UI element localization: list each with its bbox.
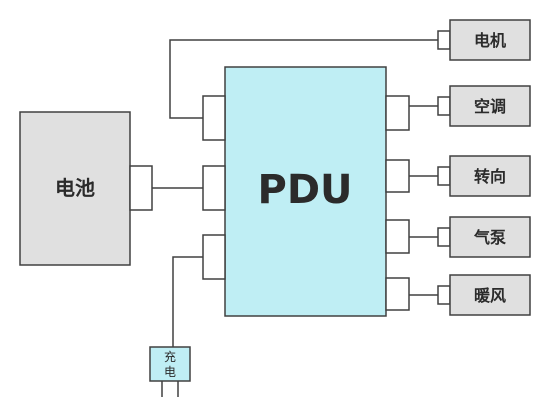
pdu-port-right-4 [385,277,410,311]
ac-box [449,85,531,127]
heater-label: 暖风 [474,286,506,305]
pdu-port-left-middle [202,165,226,211]
pdu-node: PDU [202,66,410,317]
charger-label-line2: 电 [164,365,176,379]
pdu-port-right-1 [385,95,410,131]
pdu-port-right-3 [385,219,410,254]
battery-label: 电池 [55,176,95,200]
air-pump-box [449,216,531,258]
pdu-port-right-2 [385,159,410,193]
heater-node: 暖风 [437,274,531,316]
pdu-port-left-bottom [202,234,226,280]
heater-box [449,274,531,316]
battery-box [19,111,131,266]
wire-charger-pdu [172,256,203,347]
heater-port [437,285,451,305]
steering-box [449,155,531,197]
steering-node: 转向 [437,155,531,197]
pdu-label: PDU [258,167,353,213]
ac-label: 空调 [474,97,506,116]
pdu-port-left-top [202,95,226,141]
wire-pdu-motor [169,39,438,119]
battery-port [129,165,153,211]
motor-box [449,19,531,61]
steering-port [437,166,451,186]
steering-label: 转向 [474,167,506,186]
air-pump-node: 气泵 [437,216,531,258]
charger-box [149,346,191,382]
motor-port [437,30,451,50]
charger-label-line1: 充 [164,349,176,364]
air-pump-label: 气泵 [473,228,506,247]
motor-node: 电机 [437,19,531,61]
ac-port [437,96,451,116]
connection-wires [152,39,438,347]
ac-node: 空调 [437,85,531,127]
air-pump-port [437,227,451,247]
motor-label: 电机 [474,31,506,50]
charger-node: 充 电 [149,346,191,397]
pdu-box [224,66,387,317]
battery-node: 电池 [19,111,153,266]
